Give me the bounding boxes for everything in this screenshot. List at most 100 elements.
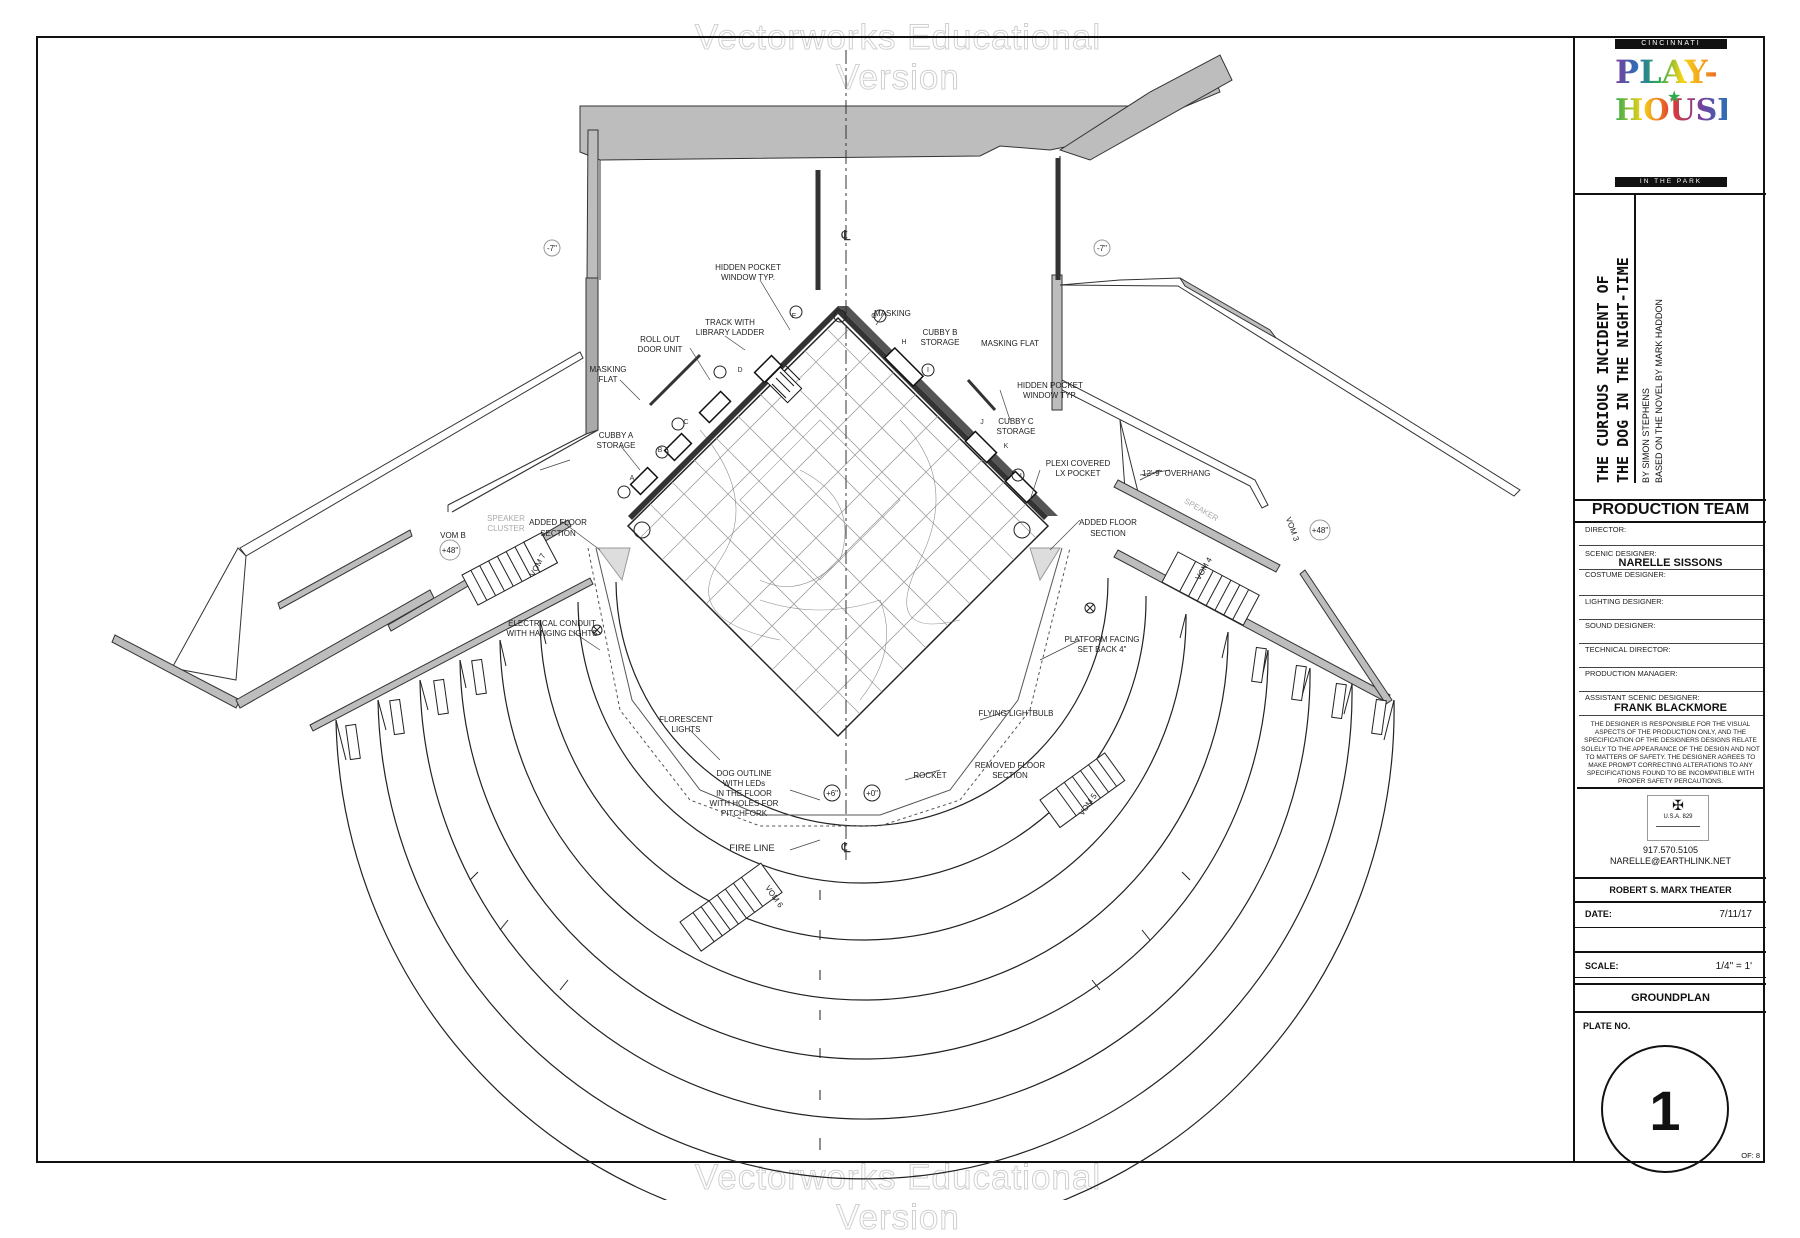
platform-outline	[587, 547, 1071, 827]
author: BY SIMON STEPHENS	[1641, 388, 1651, 483]
marker-k: K	[1004, 443, 1009, 450]
playhouse-logo: CINCINNATI PLAY- HOUSE! ★ IN THE PARK	[1615, 39, 1754, 187]
right-rail	[1113, 479, 1281, 573]
marker-l: L	[1020, 473, 1024, 480]
based-on: BASED ON THE NOVEL BY MARK HADDON	[1654, 299, 1664, 483]
plate-label: PLATE NO.	[1583, 1021, 1631, 1031]
row-director: DIRECTOR:	[1579, 523, 1763, 546]
label-platform-2: SET BACK 4"	[1078, 645, 1127, 654]
production-team-header: PRODUCTION TEAM	[1575, 499, 1766, 523]
row-costume: COSTUME DESIGNER:	[1579, 570, 1763, 596]
marker-i: I	[927, 367, 929, 374]
marker-a: A	[630, 475, 635, 482]
scenic-value: NARELLE SISSONS	[1618, 557, 1723, 569]
row-asst: ASSISTANT SCENIC DESIGNER: FRANK BLACKMO…	[1579, 691, 1763, 716]
groundplan-drawing: A B C D E G H I J K L ℄ ℄ HIDDEN POCKET …	[36, 36, 1765, 1200]
label-elev-6: +6"	[826, 789, 838, 798]
asst-value: FRANK BLACKMORE	[1613, 702, 1728, 714]
disclaimer-text: THE DESIGNER IS RESPONSIBLE FOR THE VISU…	[1581, 721, 1760, 786]
marker-d: D	[737, 367, 742, 374]
left-wall-jamb	[585, 277, 599, 435]
phone: 917.570.5105	[1642, 845, 1699, 855]
left-angled-wall-2	[111, 634, 241, 709]
marker-b: B	[658, 447, 663, 454]
venue: ROBERT S. MARX THEATER	[1575, 879, 1766, 903]
email: NARELLE@EARTHLINK.NET	[1609, 856, 1731, 866]
plate-of: OF: 8	[1741, 1151, 1760, 1160]
marker-c: C	[683, 419, 688, 426]
label-elev-48-left: +48"	[442, 546, 459, 555]
union-stamp: ✠ U.S.A. 829	[1647, 795, 1709, 841]
title-underline	[1634, 193, 1636, 483]
marker-h: H	[901, 339, 906, 346]
label-elev-48-right: +48"	[1312, 526, 1329, 535]
label-electrical-1: ELECTRICAL CONDUIT	[508, 619, 596, 628]
label-florescent-1: FLORESCENT	[659, 715, 713, 724]
logo-star-icon: ★	[1667, 89, 1682, 106]
show-title-section: THE CURIOUS INCIDENT OF THE DOG IN THE N…	[1575, 193, 1766, 501]
lighting-label: LIGHTING DESIGNER:	[1585, 597, 1664, 606]
plate-section: PLATE NO. 1 OF: 8	[1575, 1013, 1766, 1173]
scenic-label: SCENIC DESIGNER:	[1585, 549, 1657, 558]
left-rail	[277, 529, 413, 610]
scale-value: 1/4" = 1'	[1715, 961, 1752, 972]
label-cubby-c-1: CUBBY C	[998, 417, 1034, 426]
asst-label: ASSISTANT SCENIC DESIGNER:	[1585, 693, 1700, 702]
marker-j: J	[980, 419, 984, 426]
label-track-1: TRACK WITH	[705, 318, 755, 327]
label-cubby-a-1: CUBBY A	[599, 431, 634, 440]
label-added-floor-right-2: SECTION	[1090, 529, 1126, 538]
row-pm: PRODUCTION MANAGER:	[1579, 667, 1763, 692]
sheet-name: GROUNDPLAN	[1575, 985, 1766, 1013]
label-cubby-b-1: CUBBY B	[923, 328, 958, 337]
contact-section: ✠ U.S.A. 829 917.570.5105 NARELLE@EARTHL…	[1575, 789, 1766, 879]
signature-line	[1656, 826, 1700, 827]
label-flying: FLYING LIGHTBULB	[979, 709, 1054, 718]
label-fire-line: FIRE LINE	[729, 843, 774, 854]
row-sound: SOUND DESIGNER:	[1579, 619, 1763, 644]
centerline-mark-top: ℄	[841, 227, 851, 243]
union-stamp-text: U.S.A. 829	[1663, 814, 1693, 820]
centerline-mark-bottom: ℄	[841, 839, 851, 855]
label-plexi-1: PLEXI COVERED	[1046, 459, 1111, 468]
diamond-stage	[626, 306, 1058, 738]
logo-bottom-band: IN THE PARK	[1615, 177, 1727, 187]
back-wall-extension	[1058, 54, 1233, 161]
date-label: DATE:	[1585, 909, 1612, 919]
date-value: 7/11/17	[1719, 909, 1752, 920]
label-cubby-b-2: STORAGE	[921, 338, 960, 347]
vom-stairs	[461, 532, 1260, 952]
label-hidden-pocket-left-2: WINDOW TYP.	[721, 273, 775, 282]
label-vom-3: VOM 3	[1284, 516, 1301, 543]
label-elev-m7-left: -7"	[547, 244, 557, 253]
disclaimer-section: THE DESIGNER IS RESPONSIBLE FOR THE VISU…	[1577, 719, 1764, 789]
director-label: DIRECTOR:	[1585, 525, 1627, 534]
label-plexi-2: LX POCKET	[1056, 469, 1101, 478]
label-removed-1: REMOVED FLOOR	[975, 761, 1045, 770]
label-elev-m7-right: -7"	[1097, 244, 1107, 253]
label-track-2: LIBRARY LADDER	[696, 328, 765, 337]
left-wall-angle	[447, 433, 587, 506]
label-dog-2: WITH LEDs	[723, 779, 765, 788]
label-added-floor-left-2: SECTION	[540, 529, 576, 538]
label-platform-1: PLATFORM FACING	[1065, 635, 1140, 644]
label-elev-0: +0"	[866, 789, 878, 798]
show-title-line1: THE CURIOUS INCIDENT OF	[1594, 275, 1612, 483]
label-hidden-pocket-right-2: WINDOW TYP.	[1023, 391, 1077, 400]
label-dog-5: PITCHFORK	[721, 809, 768, 818]
row-lighting: LIGHTING DESIGNER:	[1579, 595, 1763, 620]
label-cubby-a-2: STORAGE	[597, 441, 636, 450]
plate-number: 1	[1601, 1045, 1729, 1173]
row-td: TECHNICAL DIRECTOR:	[1579, 643, 1763, 668]
label-vom-b: VOM B	[440, 531, 466, 540]
label-dog-3: IN THE FLOOR	[716, 789, 772, 798]
label-dog-1: DOG OUTLINE	[716, 769, 771, 778]
logo-word-2: HOUSE!	[1615, 93, 1754, 128]
right-angled-wall	[1059, 277, 1521, 497]
date-row: DATE: 7/11/17	[1575, 903, 1766, 928]
label-speaker-left-1: SPEAKER	[487, 514, 525, 523]
label-rocket: ROCKET	[913, 771, 946, 780]
scale-row: SCALE: 1/4" = 1'	[1575, 953, 1766, 978]
label-dog-4: WITH HOLES FOR	[710, 799, 779, 808]
label-masking-flat-left-2: FLAT	[599, 375, 618, 384]
